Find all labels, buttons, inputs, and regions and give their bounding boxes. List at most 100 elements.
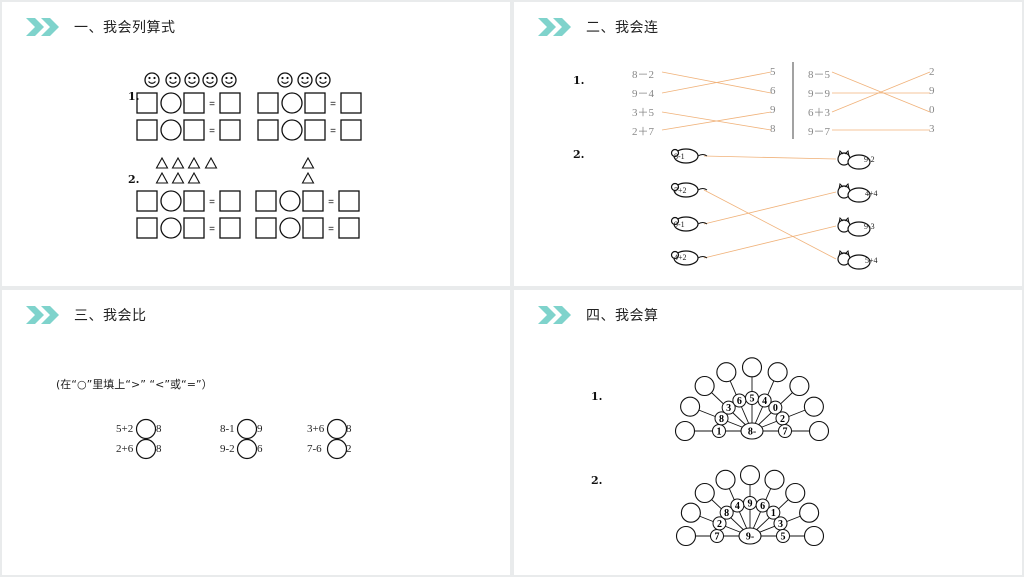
match-line — [703, 189, 837, 260]
cat-label: 4+4 — [865, 189, 878, 198]
section-header: 一、我会列算式 — [26, 16, 176, 38]
section-matching: 二、我会连 1. 2. 8－2 9－4 3＋5 2＋7 5 6 9 8 8－5 … — [514, 2, 1022, 286]
answer-circle[interactable] — [680, 502, 701, 523]
compare-left: 8-1 — [220, 423, 235, 435]
answer-circle[interactable] — [799, 502, 820, 523]
compare-right: 6 — [257, 443, 263, 455]
section-compare: 三、我会比 (在“○”里填上“>” “<”或“=”） 5+2 8 8-1 9 3… — [2, 290, 510, 575]
smiley-icon — [184, 72, 200, 88]
section-header: 四、我会算 — [538, 304, 659, 326]
section-title: 四、我会算 — [586, 308, 659, 324]
peacock-body — [740, 422, 764, 440]
compare-left: 7-6 — [307, 443, 322, 455]
answer-circle[interactable] — [767, 362, 788, 383]
operator-circle — [160, 217, 182, 239]
triangle-icon — [171, 171, 185, 184]
answer-box — [340, 92, 362, 114]
expr-left: 8－2 — [632, 69, 654, 81]
compare-blank-circle[interactable] — [236, 418, 258, 440]
operator-circle — [279, 217, 301, 239]
peacock-number: 2 — [717, 519, 722, 530]
answer-circle[interactable] — [741, 357, 763, 378]
answer-circle[interactable] — [716, 362, 737, 383]
answer-circle[interactable] — [785, 482, 806, 504]
compare-blank-circle[interactable] — [326, 438, 348, 460]
answer-circle[interactable] — [675, 525, 697, 547]
peacock-center-expression: 9- — [746, 532, 754, 543]
cat-icon — [837, 149, 871, 170]
answer-right: 2 — [929, 66, 935, 78]
mouse-label: 9-1 — [674, 220, 685, 229]
compare-blank-circle[interactable] — [236, 438, 258, 460]
peacock-number: 8 — [719, 414, 724, 425]
cat-label: 9-2 — [864, 155, 875, 164]
equals-sign: = — [209, 99, 215, 110]
answer-circle[interactable] — [764, 469, 785, 490]
section-title: 二、我会连 — [586, 20, 659, 36]
compare-blank-circle[interactable] — [135, 438, 157, 460]
answer-circle[interactable] — [694, 482, 715, 504]
operator-circle — [160, 92, 182, 114]
answer-circle[interactable] — [674, 420, 696, 442]
peacock-number: 5 — [781, 532, 786, 543]
equals-sign: = — [328, 224, 334, 235]
answer-box — [302, 217, 324, 239]
question-2-label: 2. — [128, 173, 140, 186]
equals-sign: = — [209, 126, 215, 137]
compare-right: 2 — [346, 443, 352, 455]
mouse-icon — [670, 216, 708, 232]
answer-circle[interactable] — [789, 375, 810, 397]
answer-box — [219, 217, 241, 239]
compare-right: 8 — [156, 443, 162, 455]
peacock-number: 6 — [737, 396, 742, 407]
answer-circle[interactable] — [808, 420, 830, 442]
match-line — [661, 111, 772, 131]
expr-right: 9－9 — [808, 88, 830, 100]
compare-left: 3+6 — [307, 423, 325, 435]
answer-left: 8 — [770, 123, 776, 135]
question-1-label: 1. — [128, 90, 140, 103]
triangle-icon — [155, 156, 169, 169]
answer-box — [255, 190, 277, 212]
answer-box — [136, 190, 158, 212]
expr-right: 8－5 — [808, 69, 830, 81]
peacock-center-expression: 8- — [748, 427, 756, 438]
question-1-label: 1. — [591, 390, 603, 403]
compare-blank-circle[interactable] — [135, 418, 157, 440]
equals-sign: = — [209, 224, 215, 235]
compare-left: 5+2 — [116, 423, 134, 435]
smiley-icon — [221, 72, 237, 88]
smiley-icon — [277, 72, 293, 88]
answer-circle[interactable] — [715, 469, 736, 490]
answer-box — [219, 92, 241, 114]
answer-right: 9 — [929, 85, 935, 97]
compare-left: 9-2 — [220, 443, 235, 455]
expr-left: 9－4 — [632, 88, 654, 100]
cat-icon — [837, 182, 871, 203]
operator-circle — [160, 119, 182, 141]
answer-box — [304, 92, 326, 114]
instruction-note: (在“○”里填上“>” “<”或“=”） — [56, 378, 213, 391]
expr-left: 2＋7 — [632, 126, 654, 138]
compare-blank-circle[interactable] — [326, 418, 348, 440]
peacock-number: 1 — [771, 508, 776, 519]
answer-left: 6 — [770, 85, 776, 97]
expr-right: 9－7 — [808, 126, 830, 138]
answer-circle[interactable] — [680, 396, 701, 417]
answer-box — [183, 217, 205, 239]
peacock-number: 2 — [780, 414, 785, 425]
mouse-icon — [670, 182, 708, 198]
peacock-number: 4 — [735, 501, 740, 512]
equals-sign: = — [330, 126, 336, 137]
question-2-label: 2. — [591, 474, 603, 487]
operator-circle — [279, 190, 301, 212]
answer-circle[interactable] — [803, 525, 825, 547]
smiley-icon — [144, 72, 160, 88]
answer-circle[interactable] — [694, 375, 715, 397]
answer-circle[interactable] — [739, 465, 761, 486]
compare-left: 2+6 — [116, 443, 134, 455]
compare-right: 9 — [257, 423, 263, 435]
answer-circle[interactable] — [803, 396, 824, 417]
